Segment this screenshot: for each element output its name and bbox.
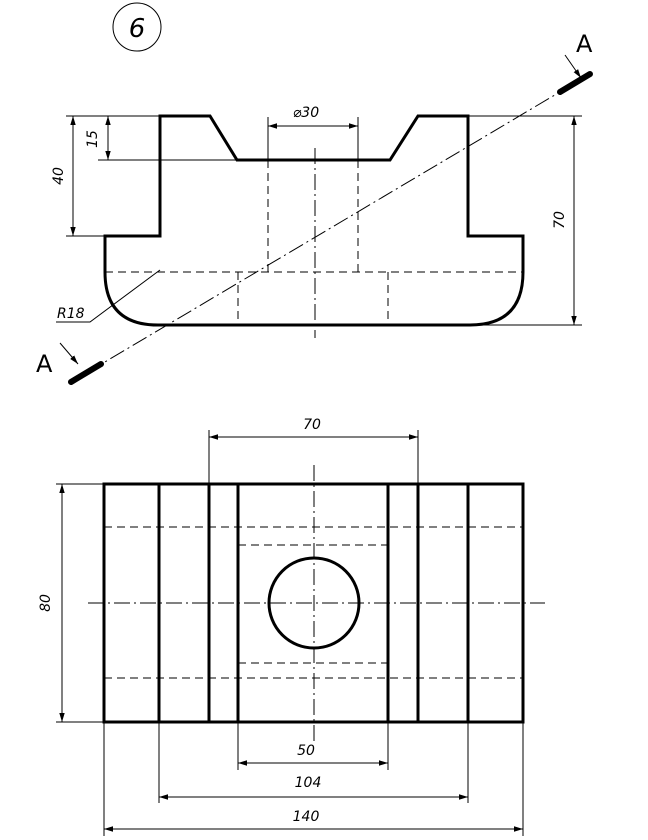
dim-middle-width: 104 [295, 775, 322, 791]
view-number-text: 6 [129, 14, 146, 44]
view-number-circle [112, 2, 162, 52]
front-view-outline [103, 114, 525, 327]
section-arrow-top [564, 54, 582, 79]
front-view: A A ⌀30 15 40 70 R18 [36, 30, 593, 385]
section-label-top: A [576, 30, 593, 58]
dim-overall-height: 70 [552, 211, 568, 229]
dim-slot-width: 70 [303, 417, 321, 433]
top-view: 70 80 50 104 140 [38, 417, 545, 836]
dim-height-left: 40 [51, 167, 67, 185]
dim-hole-diameter: ⌀30 [293, 105, 319, 121]
dim-inner-width: 50 [297, 743, 315, 759]
dim-overall-depth: 80 [38, 594, 54, 612]
section-stroke-top [557, 71, 593, 95]
section-stroke-bottom [68, 361, 104, 385]
radius-leader [56, 269, 161, 323]
dim-radius: R18 [57, 306, 85, 322]
section-arrow-bottom [59, 342, 79, 365]
view-number-label: 6 [112, 2, 162, 52]
section-label-bottom: A [36, 350, 53, 378]
section-line [87, 82, 576, 373]
dim-overall-width: 140 [293, 809, 320, 825]
dim-depth: 15 [85, 130, 101, 148]
